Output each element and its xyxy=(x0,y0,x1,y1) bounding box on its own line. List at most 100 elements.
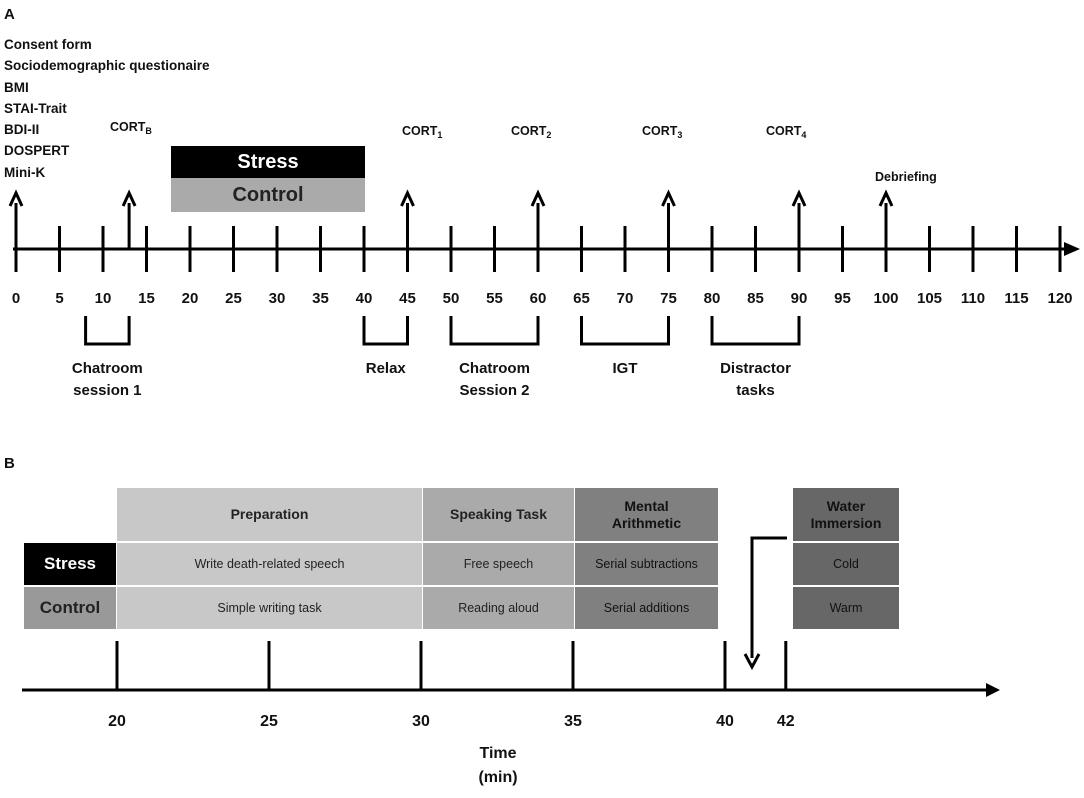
timeline-b-tick-label: 30 xyxy=(412,713,430,730)
cort-subscript: 4 xyxy=(801,130,807,140)
timeline-b-tick-label: 35 xyxy=(564,713,582,730)
timeline-a-tick-label: 60 xyxy=(529,290,547,307)
segment-label-line: IGT xyxy=(612,360,638,377)
segment-label-line: session 1 xyxy=(73,382,142,399)
timeline-a-tick-label: 90 xyxy=(790,290,808,307)
timeline-b-tick-label: 42 xyxy=(776,713,795,730)
mental-arithmetic-header: Mental Arithmetic xyxy=(575,488,718,541)
cort-label-3: CORT3 xyxy=(642,124,682,140)
control-preparation-cell: Simple writing task xyxy=(117,587,422,629)
segment-bracket xyxy=(710,316,801,346)
timeline-a-tick-label: 115 xyxy=(1004,290,1029,307)
timeline-a-event-arrowhead xyxy=(791,189,807,207)
timeline-a-arrowhead xyxy=(1064,242,1080,256)
cort-text: CORT xyxy=(402,124,438,138)
timeline-a-tick-label: 70 xyxy=(616,290,634,307)
measure-item: Mini-K xyxy=(4,164,46,180)
debriefing-label: Debriefing xyxy=(875,170,937,184)
stress-speaking-cell: Free speech xyxy=(423,543,574,585)
cort-text: CORT xyxy=(642,124,678,138)
control-water-cell: Warm xyxy=(793,587,899,629)
stress-mental-cell: Serial subtractions xyxy=(575,543,718,585)
segment-label-line: Distractor xyxy=(720,360,791,377)
segment-label-line: Relax xyxy=(365,360,406,377)
timeline-a-tick-label: 120 xyxy=(1047,290,1073,307)
cort-label-4: CORT4 xyxy=(766,124,806,140)
timeline-b-tick-label: 40 xyxy=(716,713,734,730)
stress-condition-box: Stress xyxy=(171,146,365,178)
segment-label-line: Chatroom xyxy=(459,360,530,377)
timeline-a-tick-label: 50 xyxy=(442,290,460,307)
cort-label-2: CORT2 xyxy=(511,124,551,140)
timeline-a-event-arrowhead xyxy=(8,189,24,207)
control-row-label: Control xyxy=(24,587,116,629)
measure-item: BMI xyxy=(4,79,29,95)
timeline-a-tick-label: 85 xyxy=(747,290,764,307)
timeline-a-tick-label: 55 xyxy=(486,290,503,307)
time-axis-label-line2: (min) xyxy=(478,769,518,786)
water-immersion-line1: Water xyxy=(826,497,866,514)
mental-arithmetic-line2: Arithmetic xyxy=(611,514,682,531)
timeline-a-event-arrowhead xyxy=(530,189,546,207)
cort-subscript: B xyxy=(145,126,152,136)
timeline-b-tick-label: 20 xyxy=(108,713,126,730)
timeline-a-event-arrowhead xyxy=(878,189,894,207)
cort-text: CORT xyxy=(511,124,547,138)
timeline-a-tick-label: 110 xyxy=(960,290,986,307)
measures-list: Consent form Sociodemographic questionai… xyxy=(4,34,210,183)
control-speaking-cell: Reading aloud xyxy=(423,587,574,629)
segment-label-line: Chatroom xyxy=(71,360,143,377)
segment-bracket xyxy=(362,316,409,346)
measure-item: Consent form xyxy=(4,37,92,52)
timeline-a-tick-label: 40 xyxy=(355,290,373,307)
timeline-a-tick-label: 45 xyxy=(399,290,416,307)
timeline-a-event-arrowhead xyxy=(121,189,137,207)
timeline-a-tick-label: 95 xyxy=(834,290,851,307)
timeline-b-tick-label: 25 xyxy=(260,713,278,730)
timeline-a-tick-label: 15 xyxy=(138,290,155,307)
timeline-a-tick-label: 25 xyxy=(225,290,242,307)
measure-item: Sociodemographic questionaire xyxy=(4,58,210,74)
mental-arithmetic-line1: Mental xyxy=(624,497,669,514)
timeline-a-tick-label: 10 xyxy=(94,290,112,307)
measure-item: BDI-II xyxy=(4,122,40,138)
timeline-a-tick-label: 5 xyxy=(55,290,64,307)
preparation-header: Preparation xyxy=(117,488,422,541)
control-mental-cell: Serial additions xyxy=(575,587,718,629)
segment-bracket xyxy=(580,316,670,346)
timeline-a-tick-label: 20 xyxy=(181,290,199,307)
transition-arrow xyxy=(750,536,787,658)
stress-preparation-cell: Write death-related speech xyxy=(117,543,422,585)
timeline-b-arrowhead xyxy=(986,683,1000,697)
timeline-a-tick-label: 30 xyxy=(268,290,286,307)
cort-text: CORT xyxy=(110,120,146,134)
measure-item: STAI-Trait xyxy=(4,100,67,116)
measure-item: DOSPERT xyxy=(4,143,70,159)
segment-label: IGT xyxy=(613,358,638,380)
segment-label: Relax xyxy=(366,358,406,380)
stress-row-label: Stress xyxy=(24,543,116,585)
timeline-a-tick-label: 75 xyxy=(660,290,677,307)
cort-subscript: 3 xyxy=(677,130,683,140)
panel-b-label: B xyxy=(4,455,15,472)
cort-label-1: CORT1 xyxy=(402,124,442,140)
segment-bracket xyxy=(449,316,540,346)
time-axis-label-line1: Time xyxy=(479,745,517,762)
timeline-a-tick-label: 100 xyxy=(873,290,899,307)
speaking-task-header: Speaking Task xyxy=(423,488,574,541)
segment-bracket xyxy=(84,316,131,346)
water-immersion-header: Water Immersion xyxy=(793,488,899,541)
transition-arrowhead xyxy=(743,653,761,671)
timeline-a-axis xyxy=(8,189,1080,346)
timeline-a-tick-label: 105 xyxy=(916,290,943,307)
time-axis-label: Time (min) xyxy=(478,742,517,790)
cort-text: CORT xyxy=(766,124,802,138)
timeline-a-event-arrowhead xyxy=(400,189,415,207)
segment-label: Chatroom session 1 xyxy=(72,358,143,402)
timeline-a-tick-label: 80 xyxy=(703,290,721,307)
timeline-a-tick-label: 0 xyxy=(11,290,21,307)
cort-label-baseline: CORTB xyxy=(110,120,152,136)
